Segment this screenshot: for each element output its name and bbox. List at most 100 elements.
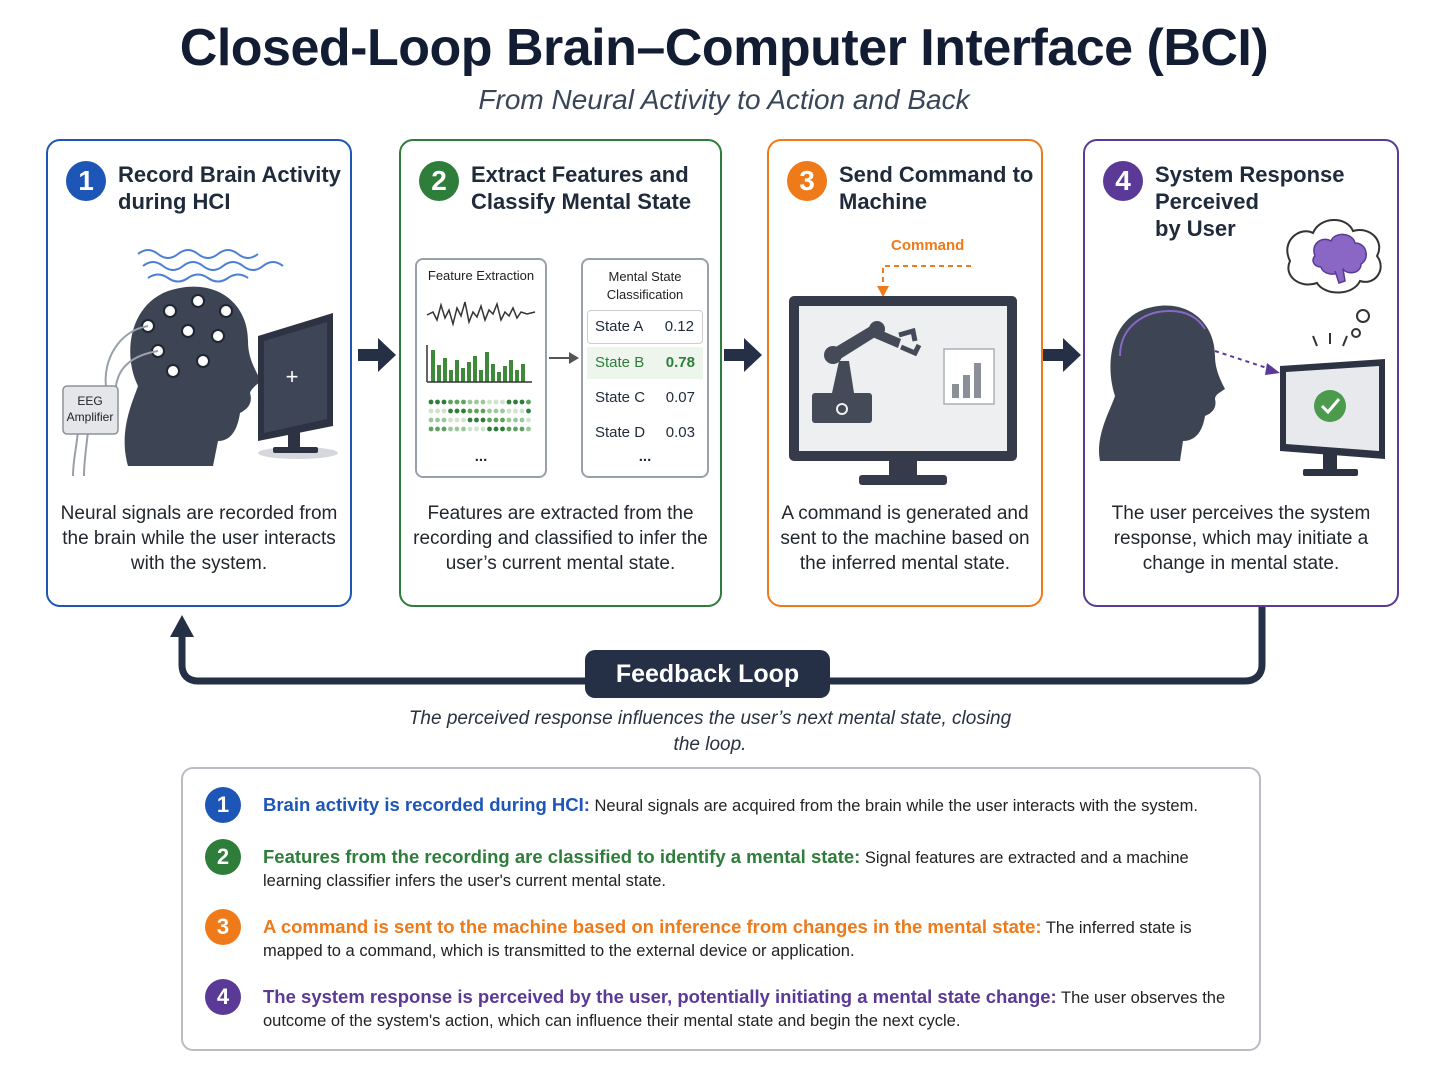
- feature-matrix-cell: [506, 417, 512, 423]
- feature-bar-chart-icon: [431, 350, 525, 382]
- feature-matrix-cell: [428, 417, 434, 423]
- feature-matrix-cell: [448, 417, 453, 423]
- feature-matrix-cell: [493, 408, 499, 414]
- feature-matrix-cell: [487, 426, 492, 432]
- step-2-title: Extract Features and Classify Mental Sta…: [471, 162, 692, 214]
- state-value: 0.78: [665, 354, 695, 371]
- feature-extraction-panel: Feature Extraction ...: [415, 258, 547, 478]
- feature-plots-illustration: [426, 301, 536, 432]
- feature-matrix-cell: [461, 417, 466, 423]
- feature-matrix-cell: [493, 399, 499, 405]
- feature-matrix-cell: [487, 408, 492, 414]
- feature-matrix-cell: [526, 399, 531, 405]
- chart-icon: [943, 348, 995, 405]
- feature-matrix-cell: [441, 399, 447, 405]
- feature-to-classifier-arrow: [549, 352, 579, 364]
- feature-matrix-cell: [519, 426, 525, 432]
- feature-matrix-cell: [428, 426, 434, 432]
- feature-matrix-cell: [506, 399, 512, 405]
- step-3-card: 3 Send Command to Machine Command: [767, 139, 1043, 607]
- feature-matrix-cell: [513, 426, 518, 432]
- brain-wave-icon: [137, 249, 284, 283]
- feature-matrix-cell: [480, 408, 486, 414]
- legend-number-1: 1: [205, 787, 241, 823]
- feature-matrix-cell: [435, 426, 440, 432]
- feature-matrix-cell: [435, 408, 440, 414]
- legend-heading-2: Features from the recording are classifi…: [263, 846, 861, 867]
- step-4-number-badge: 4: [1103, 161, 1143, 201]
- legend-heading-3: A command is sent to the machine based o…: [263, 916, 1042, 937]
- legend-body-3: The inferred state is mapped to a comman…: [263, 919, 1192, 960]
- feature-matrix-cell: [461, 399, 466, 405]
- classification-panel: Mental State Classification State A 0.12…: [581, 258, 709, 478]
- feature-matrix-cell: [448, 408, 453, 414]
- state-row-d: State D 0.03: [587, 417, 703, 449]
- amplifier-label-line-1: EEG: [77, 394, 102, 408]
- state-name: State C: [595, 389, 646, 406]
- step-4-description: The user perceives the system response, …: [1111, 503, 1371, 574]
- checkmark-icon: [1314, 390, 1346, 422]
- feature-matrix-cell: [480, 399, 486, 405]
- step-2-number-badge: 2: [419, 161, 459, 201]
- feedback-loop-caption: The perceived response influences the us…: [408, 708, 1012, 755]
- feature-matrix-cell: [441, 426, 447, 432]
- amplifier-label-line-2: Amplifier: [67, 410, 114, 424]
- state-value: 0.03: [665, 424, 695, 441]
- command-label: Command: [891, 237, 965, 254]
- step-1-card: 1 Record Brain Activity during HCI EEG A…: [46, 139, 352, 607]
- feature-matrix-cell: [467, 426, 473, 432]
- page-subtitle: From Neural Activity to Action and Back: [478, 84, 970, 115]
- page-title: Closed-Loop Brain–Computer Interface (BC…: [179, 19, 1269, 77]
- legend-body-4: The user observes the outcome of the sys…: [263, 989, 1226, 1030]
- classification-ellipsis: ...: [638, 448, 652, 465]
- feature-matrix-cell: [435, 399, 440, 405]
- gaze-arrow: [1214, 350, 1271, 370]
- classification-title: Mental State Classification: [606, 269, 684, 302]
- arrow-step2-to-step3: [724, 338, 762, 372]
- feature-matrix-cell: [513, 408, 518, 414]
- feature-matrix-cell: [506, 408, 512, 414]
- summary-legend: 1 Brain activity is recorded during HCI:…: [181, 767, 1261, 1051]
- brain-icon: [1312, 233, 1367, 284]
- legend-text-3: A command is sent to the machine based o…: [263, 915, 1239, 963]
- user-perception-illustration: [1098, 219, 1385, 476]
- step-1-number-badge: 1: [66, 161, 106, 201]
- feature-extraction-title: Feature Extraction: [427, 268, 535, 283]
- feature-matrix-cell: [526, 408, 531, 414]
- state-value: 0.12: [664, 318, 694, 335]
- eeg-amplifier-icon: [62, 385, 119, 435]
- feature-matrix-cell: [454, 417, 460, 423]
- step-1-title: Record Brain Activity during HCI: [118, 162, 341, 214]
- feature-matrix-cell: [500, 417, 505, 423]
- state-name: State B: [595, 354, 645, 371]
- robot-command-illustration: [789, 265, 1017, 485]
- state-name: State D: [595, 424, 646, 441]
- legend-text-1: Brain activity is recorded during HCI: N…: [263, 793, 1239, 818]
- legend-number-2: 2: [205, 839, 241, 875]
- feature-matrix-cell: [480, 417, 486, 423]
- feature-matrix-cell: [467, 408, 473, 414]
- feature-matrix-cell: [487, 399, 492, 405]
- legend-text-2: Features from the recording are classifi…: [263, 845, 1239, 893]
- feature-matrix-icon: [428, 399, 531, 432]
- feature-matrix-cell: [500, 426, 505, 432]
- state-value: 0.07: [665, 389, 695, 406]
- step-4-card: 4 System Response Perceived by User The …: [1083, 139, 1399, 607]
- arrow-step3-to-step4: [1043, 338, 1081, 372]
- feature-matrix-cell: [474, 426, 479, 432]
- feature-matrix-cell: [500, 408, 505, 414]
- state-row-a: State A 0.12: [587, 310, 703, 344]
- step-3-description: A command is generated and sent to the m…: [780, 503, 1030, 574]
- legend-heading-4: The system response is perceived by the …: [263, 986, 1057, 1007]
- step-1-description: Neural signals are recorded from the bra…: [60, 503, 338, 574]
- step-2-description: Features are extracted from the recordin…: [413, 503, 708, 574]
- legend-text-4: The system response is perceived by the …: [263, 985, 1239, 1033]
- feature-matrix-cell: [461, 426, 466, 432]
- step-4-title: System Response Perceived by User: [1155, 162, 1345, 241]
- feature-matrix-cell: [519, 408, 525, 414]
- feature-matrix-cell: [493, 426, 499, 432]
- arrow-step1-to-step2: [358, 338, 396, 372]
- feature-matrix-cell: [474, 417, 479, 423]
- feature-matrix-cell: [454, 399, 460, 405]
- feature-matrix-cell: [513, 399, 518, 405]
